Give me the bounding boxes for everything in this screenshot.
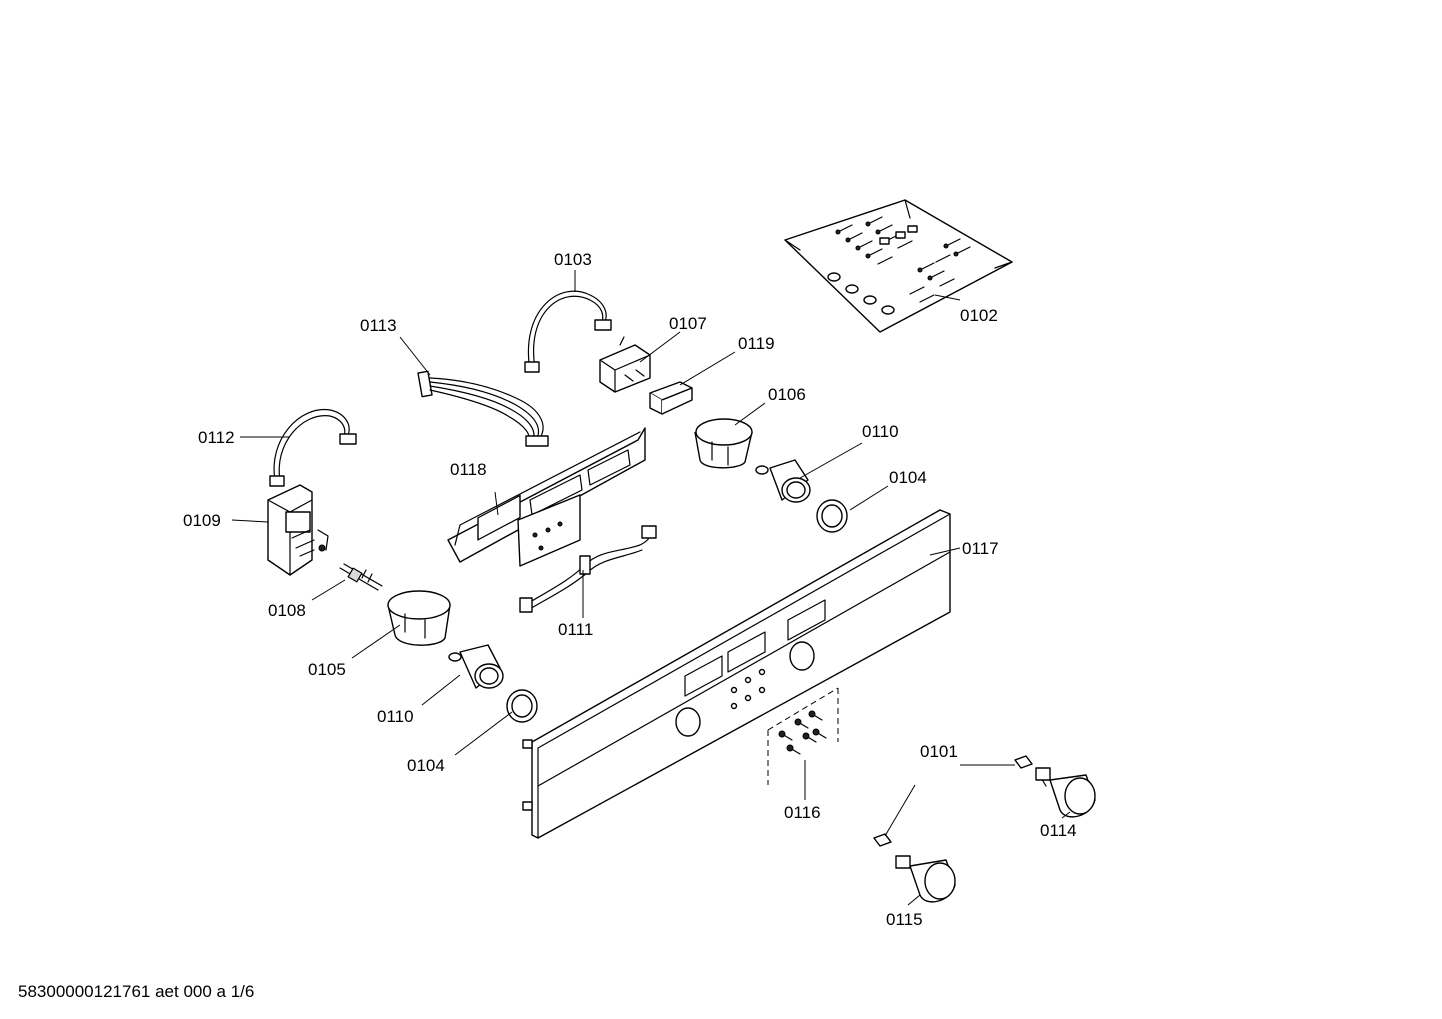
label-0111: 0111 bbox=[558, 620, 593, 639]
part-0111-cable[interactable] bbox=[519, 525, 657, 613]
label-0112: 0112 bbox=[198, 428, 235, 447]
part-0110-knob-left[interactable] bbox=[448, 644, 504, 689]
label-0117: 0117 bbox=[962, 539, 999, 558]
part-0105-cylinder[interactable] bbox=[387, 590, 451, 646]
part-0108-shaft[interactable] bbox=[339, 563, 383, 591]
label-0106: 0106 bbox=[768, 385, 806, 404]
label-0113: 0113 bbox=[360, 316, 397, 335]
document-code: 58300000121761 aet 000 a 1/6 bbox=[18, 982, 254, 1001]
label-0114: 0114 bbox=[1040, 821, 1077, 840]
label-0101: 0101 bbox=[920, 742, 958, 761]
part-0104-ring-right[interactable] bbox=[816, 499, 848, 533]
part-0102-screw-bag[interactable] bbox=[784, 199, 1013, 333]
part-0101-caps[interactable] bbox=[873, 755, 1033, 847]
part-0109-module[interactable] bbox=[267, 484, 329, 576]
label-0105: 0105 bbox=[308, 660, 346, 679]
part-0103-cable[interactable] bbox=[524, 290, 612, 373]
label-0107: 0107 bbox=[669, 314, 707, 333]
label-0110-right: 0110 bbox=[862, 422, 899, 441]
label-0116: 0116 bbox=[784, 803, 821, 822]
label-0104-right: 0104 bbox=[889, 468, 927, 487]
label-0108: 0108 bbox=[268, 601, 306, 620]
label-0104-left: 0104 bbox=[407, 756, 445, 775]
part-0119-clip[interactable] bbox=[649, 381, 693, 415]
label-0102: 0102 bbox=[960, 306, 998, 325]
part-0115-rotary-knob[interactable] bbox=[895, 855, 956, 903]
part-0118-frame[interactable] bbox=[447, 427, 646, 567]
part-labels: 0103 0102 0113 0107 0119 0106 0110 0104 … bbox=[183, 250, 1077, 929]
label-0109: 0109 bbox=[183, 511, 221, 530]
part-0112-cable[interactable] bbox=[269, 409, 357, 487]
label-0110-left: 0110 bbox=[377, 707, 414, 726]
part-0104-ring-left[interactable] bbox=[506, 689, 538, 723]
panel-buttons bbox=[730, 668, 766, 710]
part-0117-front-panel[interactable] bbox=[522, 509, 951, 839]
part-0113-ribbon-cable[interactable] bbox=[417, 370, 549, 447]
leader-lines bbox=[231, 270, 1071, 906]
part-0106-cylinder[interactable] bbox=[694, 418, 753, 469]
part-0110-knob-right[interactable] bbox=[755, 459, 811, 503]
screws-in-bag bbox=[827, 216, 971, 315]
label-0115: 0115 bbox=[886, 910, 923, 929]
label-0103: 0103 bbox=[554, 250, 592, 269]
label-0118: 0118 bbox=[450, 460, 487, 479]
part-0116-screws[interactable] bbox=[767, 687, 839, 785]
part-0114-rotary-knob[interactable] bbox=[1035, 767, 1096, 818]
label-0119: 0119 bbox=[738, 334, 775, 353]
part-0107-switch[interactable] bbox=[599, 336, 651, 393]
